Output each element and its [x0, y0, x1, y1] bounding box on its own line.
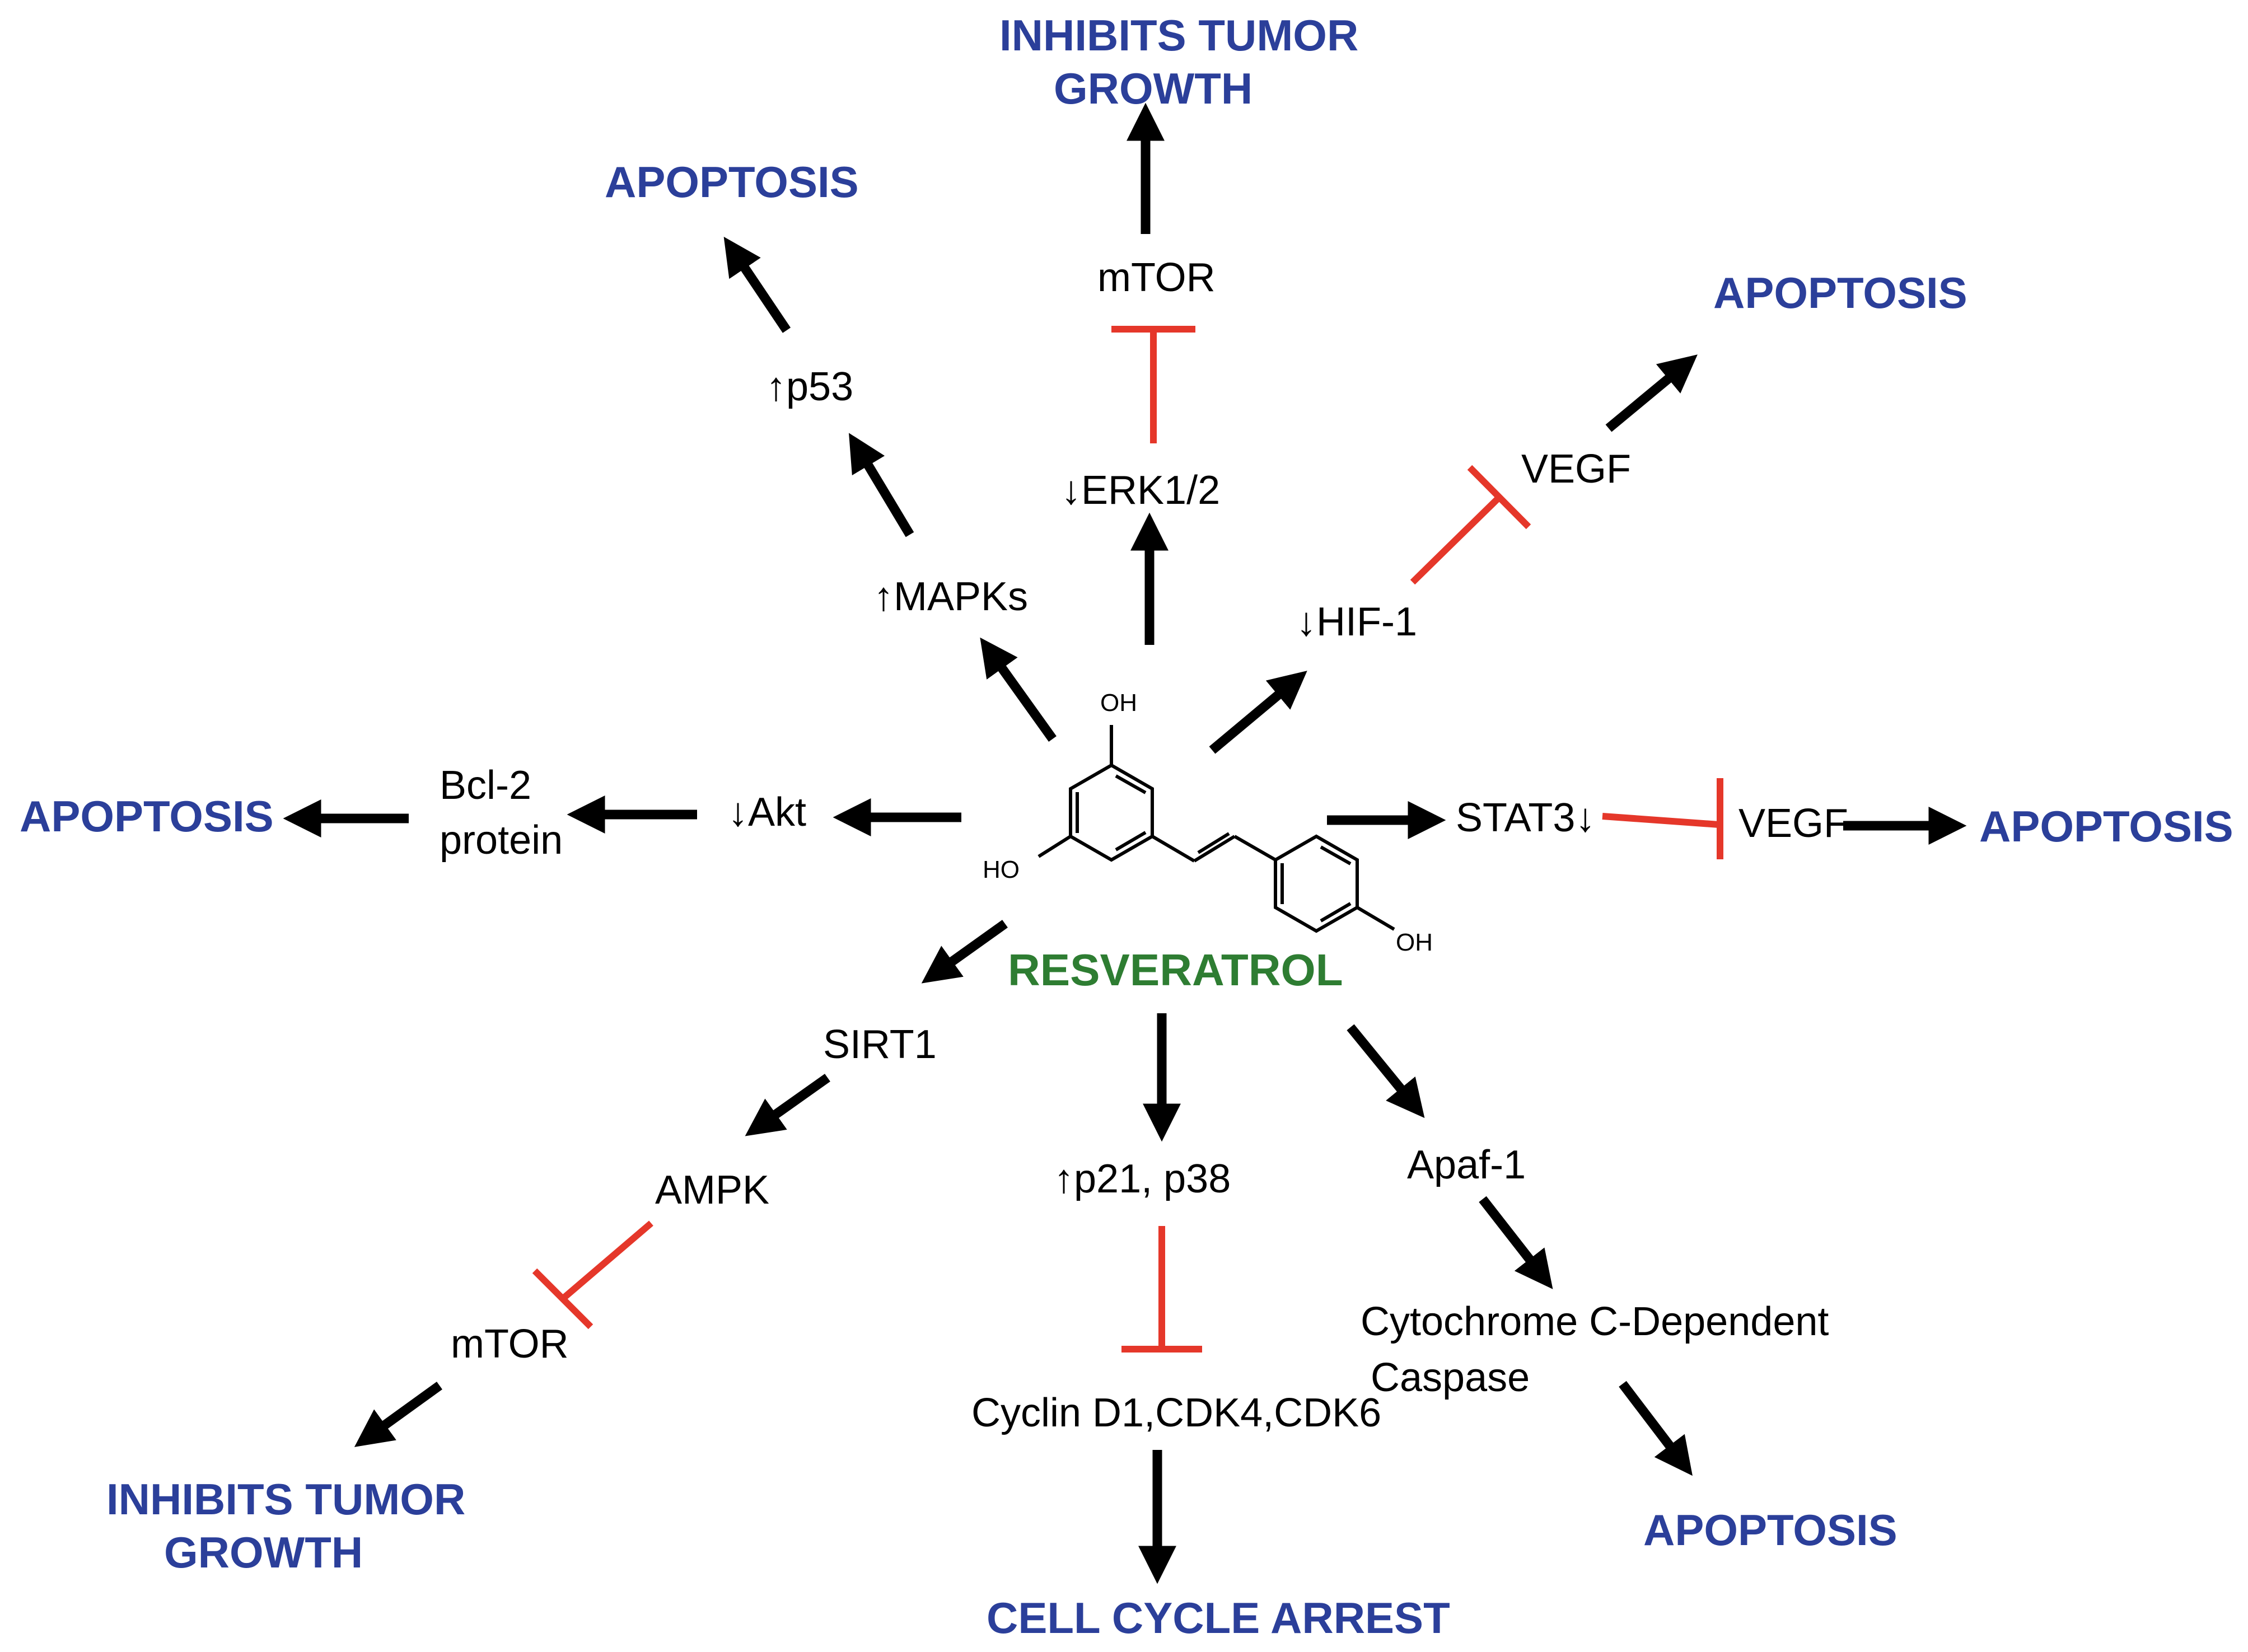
- arrow-to-mapks: [980, 637, 1057, 742]
- hif1-label: HIF-1: [1316, 600, 1417, 644]
- down-indicator: ↓: [1061, 468, 1081, 513]
- apoptosis-upper-left: APOPTOSIS: [605, 157, 859, 207]
- hydroxyl-top-label: OH: [1100, 689, 1137, 717]
- mtor-upper-label: mTOR: [1097, 255, 1216, 300]
- svg-text:↑p53: ↑p53: [766, 364, 853, 409]
- down-indicator: ↓: [1575, 795, 1595, 840]
- inhibits-tumor-growth-lower-line2: GROWTH: [164, 1528, 363, 1577]
- arrow-to-apoptosis-upper-right: [1605, 354, 1698, 432]
- p53-label: p53: [786, 364, 853, 409]
- pathway-lower-right: Apaf-1 Cytochrome C-Dependent Caspase AP…: [1347, 1024, 1898, 1555]
- caspase-label-line1: Cytochrome C-Dependent: [1361, 1299, 1829, 1344]
- pathway-upper-right: ↓HIF-1 VEGF APOPTOSIS: [1209, 268, 1967, 754]
- resveratrol-structure: OH HO OH: [983, 689, 1433, 956]
- akt-label: Akt: [748, 790, 806, 835]
- inhibits-tumor-growth-upper-line1: INHIBITS TUMOR: [999, 11, 1358, 60]
- up-indicator: ↑: [1054, 1157, 1074, 1201]
- arrow-to-ampk: [745, 1074, 830, 1136]
- svg-text:↑MAPKs: ↑MAPKs: [873, 574, 1028, 619]
- pathway-right: STAT3↓ VEGF APOPTOSIS: [1327, 778, 2233, 859]
- apoptosis-right: APOPTOSIS: [1979, 802, 2233, 851]
- apoptosis-lower-right: APOPTOSIS: [1643, 1505, 1898, 1555]
- pathway-upper-center: ↓ERK1/2 mTOR INHIBITS TUMOR GROWTH: [999, 11, 1358, 645]
- arrow-to-hif1: [1209, 671, 1307, 754]
- apoptosis-upper-right: APOPTOSIS: [1713, 268, 1967, 317]
- svg-text:↑p21, p38: ↑p21, p38: [1054, 1157, 1231, 1201]
- p21-p38-label: p21, p38: [1074, 1157, 1231, 1201]
- svg-text:↓HIF-1: ↓HIF-1: [1296, 600, 1417, 644]
- hydroxyl-left-label: HO: [983, 856, 1020, 883]
- mtor-lower-label: mTOR: [451, 1322, 569, 1366]
- down-indicator: ↓: [728, 790, 748, 835]
- pathway-left: ↓Akt Bcl-2 protein APOPTOSIS: [20, 763, 961, 863]
- inhibition-bar: [532, 1268, 593, 1330]
- resorcinol-ring: [1069, 763, 1154, 862]
- inhibition-stat3-vegf: [1602, 813, 1719, 828]
- mapks-label: MAPKs: [894, 574, 1028, 619]
- bcl2-label-line1: Bcl-2: [440, 763, 531, 808]
- inhibition-hif1-vegf: [1410, 494, 1502, 585]
- vegf-right-label: VEGF: [1738, 801, 1848, 846]
- hydroxyl-right-label: OH: [1396, 929, 1433, 956]
- svg-text:STAT3↓: STAT3↓: [1456, 795, 1595, 840]
- erk-label: ERK1/2: [1081, 468, 1220, 513]
- phenol-ring: [1274, 834, 1359, 933]
- apaf1-label: Apaf-1: [1407, 1143, 1526, 1187]
- cyclins-label: Cyclin D1,CDK4,CDK6: [971, 1391, 1381, 1435]
- bcl2-label-line2: protein: [440, 818, 563, 863]
- arrow-to-apaf1: [1347, 1024, 1425, 1119]
- ampk-label: AMPK: [655, 1168, 769, 1213]
- arrow-to-caspase: [1479, 1196, 1553, 1289]
- stat3-label: STAT3: [1456, 795, 1575, 840]
- sirt1-label: SIRT1: [823, 1022, 937, 1067]
- arrow-to-apoptosis-upper-left: [723, 236, 791, 333]
- svg-text:↓Akt: ↓Akt: [728, 790, 806, 835]
- compound-name: RESVERATROL: [1008, 945, 1343, 995]
- down-indicator: ↓: [1296, 600, 1316, 644]
- arrow-to-sirt1: [921, 920, 1008, 984]
- arrow-to-apoptosis-lower-right: [1619, 1380, 1693, 1476]
- inhibition-ampk-mtor: [560, 1220, 653, 1302]
- arrow-to-p53: [849, 433, 914, 537]
- cell-cycle-arrest: CELL CYCLE ARREST: [987, 1593, 1450, 1642]
- vegf-upper-right-label: VEGF: [1521, 447, 1631, 492]
- oh-bond-right: [1356, 906, 1395, 931]
- up-indicator: ↑: [873, 574, 894, 619]
- up-indicator: ↑: [766, 364, 786, 409]
- apoptosis-left: APOPTOSIS: [20, 792, 274, 841]
- arrow-to-tumor-growth-lower: [354, 1382, 442, 1447]
- oh-bond-left: [1037, 835, 1072, 858]
- pathway-upper-left: ↑MAPKs ↑p53 APOPTOSIS: [605, 157, 1057, 742]
- inhibition-bar: [1467, 465, 1531, 530]
- pathway-lower-left: SIRT1 AMPK mTOR INHIBITS TUMOR GROWTH: [106, 920, 1008, 1577]
- caspase-label-line2: Caspase: [1371, 1355, 1530, 1400]
- vinyl-bond: [1151, 835, 1195, 863]
- svg-text:↓ERK1/2: ↓ERK1/2: [1061, 468, 1220, 513]
- inhibits-tumor-growth-lower-line1: INHIBITS TUMOR: [106, 1475, 465, 1524]
- pathway-lower-center: ↑p21, p38 Cyclin D1,CDK4,CDK6 CELL CYCLE…: [971, 1013, 1450, 1642]
- inhibits-tumor-growth-upper-line2: GROWTH: [1054, 64, 1252, 113]
